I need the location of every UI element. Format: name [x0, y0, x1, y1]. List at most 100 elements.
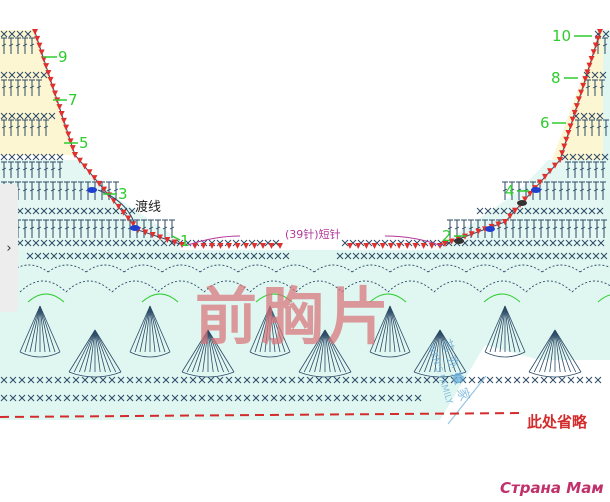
sc-stitch — [32, 207, 40, 215]
sc-stitch — [27, 394, 35, 402]
sc-stitch — [333, 376, 341, 384]
chain-arch — [203, 280, 251, 293]
dc-stitch — [1, 119, 7, 136]
red-triangle — [573, 103, 580, 110]
red-triangle — [507, 213, 513, 220]
sc-stitch — [0, 153, 8, 161]
row-marker-6: 6 — [540, 114, 550, 132]
red-triangle — [76, 157, 83, 164]
sc-stitch — [588, 112, 596, 120]
dc-stitch — [596, 119, 602, 136]
red-triangle — [45, 70, 52, 76]
red-triangle — [571, 109, 578, 116]
sc-stitch — [56, 239, 64, 247]
sc-stitch — [441, 376, 449, 384]
red-triangle — [58, 111, 65, 117]
sc-stitch — [602, 30, 610, 38]
sc-stitch — [556, 207, 564, 215]
transfer-yarn-label: 渡线 — [135, 199, 161, 215]
sc-stitch — [128, 207, 136, 215]
row-marker-4: 4 — [505, 182, 515, 200]
sc-stitch — [72, 239, 80, 247]
sc-stitch — [496, 252, 504, 260]
dc-stitch — [22, 181, 28, 200]
sc-stitch — [440, 252, 448, 260]
dc-stitch — [36, 79, 42, 96]
sc-stitch — [0, 394, 8, 402]
red-triangle — [192, 243, 198, 249]
sc-stitch — [596, 112, 604, 120]
red-triangle — [347, 243, 353, 249]
chain-arch — [427, 264, 467, 273]
side-expand-button[interactable]: › — [0, 184, 18, 312]
chain-arch — [579, 264, 610, 273]
omitted-note: 此处省略 — [527, 413, 588, 431]
sc-stitch — [8, 112, 16, 120]
sc-stitch — [533, 239, 541, 247]
red-triangle — [142, 229, 149, 236]
sc-stitch — [352, 252, 360, 260]
sc-stitch — [32, 71, 40, 79]
sc-stitch — [592, 252, 600, 260]
sc-stitch — [580, 112, 588, 120]
sc-stitch — [252, 394, 260, 402]
sc-stitch — [573, 239, 581, 247]
red-triangle — [355, 243, 362, 249]
dc-stitch — [559, 219, 565, 238]
sc-stitch — [56, 153, 64, 161]
dc-stitch — [15, 119, 21, 136]
dc-stitch — [50, 219, 56, 238]
sc-stitch — [250, 252, 258, 260]
sc-stitch — [63, 376, 71, 384]
oval-marker — [87, 187, 97, 193]
dc-stitch — [600, 181, 606, 200]
sc-stitch — [560, 252, 568, 260]
needle-icon — [447, 373, 487, 425]
sc-stitch — [72, 207, 80, 215]
green-arc — [369, 293, 407, 303]
sc-stitch — [585, 376, 593, 384]
sc-stitch — [48, 153, 56, 161]
red-triangle — [565, 130, 572, 137]
dc-stitch — [57, 161, 63, 178]
red-triangle — [363, 243, 370, 249]
dashed-cut-line — [0, 412, 526, 418]
sc-stitch — [189, 394, 197, 402]
sc-stitch — [207, 376, 215, 384]
red-triangle — [268, 243, 275, 249]
sc-stitch — [18, 394, 26, 402]
red-triangle — [234, 243, 241, 249]
red-triangle — [96, 180, 103, 187]
sc-stitch — [477, 239, 485, 247]
sc-stitch — [16, 71, 24, 79]
red-triangle — [428, 243, 435, 249]
sc-stitch — [568, 252, 576, 260]
dc-stitch — [141, 219, 147, 238]
sc-stitch — [180, 376, 188, 384]
red-triangle — [420, 243, 427, 249]
sc-stitch — [480, 252, 488, 260]
red-triangle — [200, 243, 207, 249]
chain-arch — [525, 280, 573, 293]
sc-stitch — [504, 252, 512, 260]
red-triangle — [588, 55, 595, 62]
sc-stitch — [581, 239, 589, 247]
red-triangle — [171, 239, 178, 246]
red-triangle — [43, 63, 50, 70]
dc-stitch — [22, 79, 28, 96]
sc-stitch — [485, 239, 493, 247]
sc-stitch — [567, 376, 575, 384]
dc-stitch — [593, 181, 599, 200]
sc-stitch — [198, 376, 206, 384]
sc-stitch — [261, 376, 269, 384]
sc-stitch — [162, 252, 170, 260]
sc-stitch — [207, 394, 215, 402]
short-row-arc-left — [187, 235, 241, 246]
chain-arch — [313, 264, 353, 273]
row-markers-left: 9 7 5 3 1 — [43, 48, 190, 250]
sc-stitch — [342, 376, 350, 384]
sc-stitch — [516, 207, 524, 215]
sc-stitch — [126, 394, 134, 402]
dc-stitch — [575, 119, 581, 136]
dc-stitch — [447, 219, 453, 238]
